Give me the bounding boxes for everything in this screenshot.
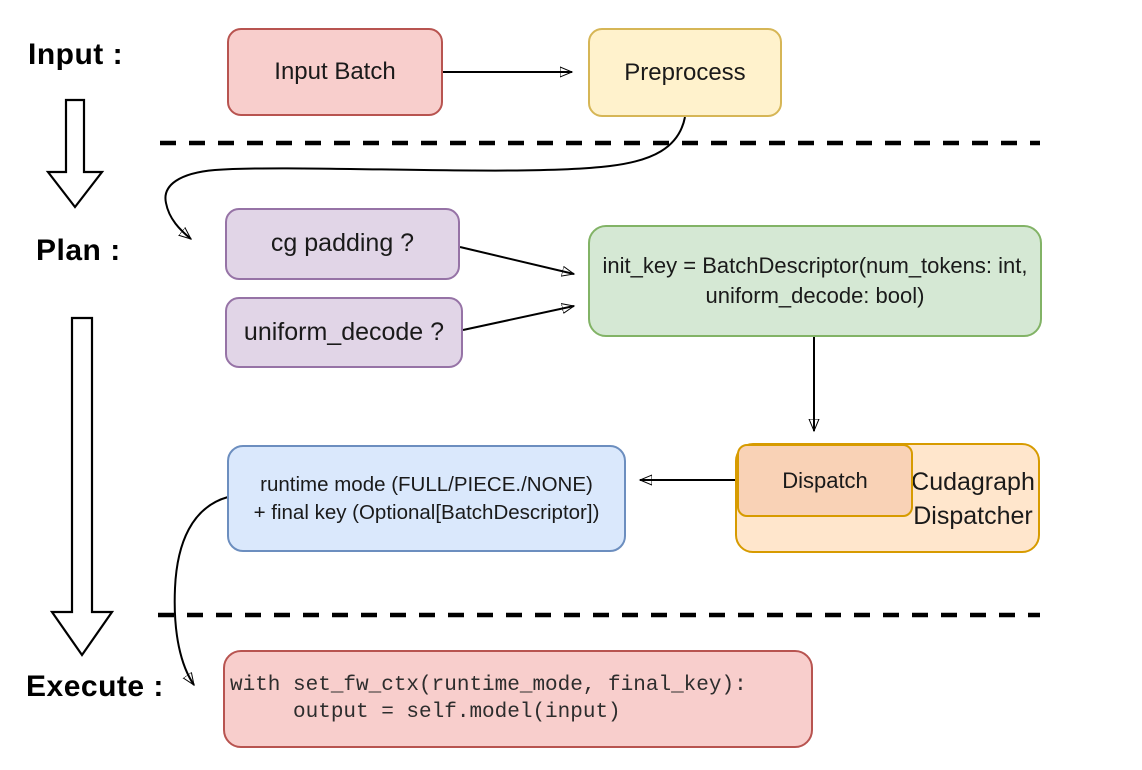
node-dispatch: Dispatch (737, 444, 913, 517)
node-uniform-decode: uniform_decode ? (225, 297, 463, 368)
node-dispatch-label: Dispatch (782, 467, 868, 493)
arrow-uniformdecode-to-initkey (462, 306, 574, 331)
arrow-runtime-to-executecode (173, 496, 229, 685)
node-preprocess-label: Preprocess (624, 58, 746, 86)
down-arrow-input-to-plan (45, 98, 105, 209)
node-uniform-decode-label: uniform_decode ? (243, 317, 445, 346)
node-cg-padding-label: cg padding ? (270, 229, 415, 258)
node-runtime-line1: runtime mode (FULL/PIECE./NONE) (260, 472, 593, 496)
section-label-input: Input : (28, 38, 124, 71)
node-runtime-line2: + final key (Optional[BatchDescriptor]) (253, 500, 600, 524)
cudagraph-label-line2: Dispatcher (913, 502, 1033, 530)
execute-code-line1: with set_fw_ctx(runtime_mode, final_key)… (230, 674, 747, 697)
section-label-plan: Plan : (36, 234, 121, 267)
node-cg-padding: cg padding ? (225, 208, 460, 280)
node-init-key: init_key = BatchDescriptor(num_tokens: i… (588, 225, 1042, 337)
node-preprocess: Preprocess (588, 28, 782, 117)
node-input-batch-label: Input Batch (274, 58, 396, 85)
arrow-cgpadding-to-initkey (459, 246, 574, 274)
cudagraph-label-line1: Cudagraph (911, 468, 1035, 496)
section-label-execute: Execute : (26, 670, 164, 703)
node-runtime-result: runtime mode (FULL/PIECE./NONE) + final … (227, 445, 626, 552)
node-cudagraph-dispatcher-label: Cudagraph Dispatcher (903, 464, 1043, 534)
node-input-batch: Input Batch (227, 28, 443, 116)
down-arrow-plan-to-execute (49, 316, 115, 657)
node-execute-code: with set_fw_ctx(runtime_mode, final_key)… (223, 650, 813, 748)
node-init-key-line2: uniform_decode: bool) (705, 283, 925, 308)
node-init-key-line1: init_key = BatchDescriptor(num_tokens: i… (602, 253, 1028, 278)
execute-code-line2: output = self.model(input) (230, 701, 621, 724)
